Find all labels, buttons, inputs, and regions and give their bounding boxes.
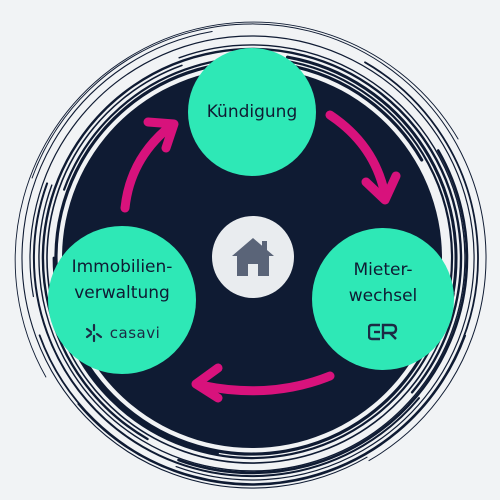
node-mieterwechsel: Mieter- wechsel	[312, 228, 454, 370]
arrow-immobilien-to-kuendigung-head	[143, 117, 179, 153]
node-immobilienverwaltung: Immobilien- verwaltung casavi	[48, 226, 196, 374]
casavi-brand: casavi	[84, 320, 161, 346]
swirl-stroke	[62, 56, 454, 460]
swirl-stroke	[177, 149, 469, 475]
house-icon	[232, 238, 274, 276]
swirl-stroke	[285, 55, 458, 330]
node-mieterwechsel-label-line1: Mieter-	[353, 260, 413, 280]
swirl-stroke	[14, 21, 459, 378]
swirl-stroke	[38, 44, 466, 472]
swirl-stroke	[38, 61, 479, 485]
node-mieterwechsel-label-line2: wechsel	[348, 286, 418, 306]
arrow-mieterwechsel-to-immobilien	[195, 371, 335, 396]
center-circle	[212, 216, 294, 298]
casavi-logo-icon	[85, 323, 102, 343]
swirl-stroke	[31, 23, 487, 462]
node-immobilien-label-line2: verwaltung	[74, 283, 170, 303]
arrow-kuendigung-to-mieterwechsel	[325, 110, 390, 200]
swirl-stroke	[29, 35, 475, 481]
arrow-immobilien-to-kuendigung	[120, 123, 173, 213]
arrow-mieterwechsel-to-immobilien-head	[191, 363, 223, 403]
cr-logo-icon	[368, 323, 398, 341]
node-immobilien-label-line1: Immobilien-	[71, 257, 173, 277]
arrow-kuendigung-to-mieterwechsel-head	[361, 171, 401, 205]
swirl-stroke	[21, 30, 368, 489]
casavi-brand-name: casavi	[109, 324, 161, 342]
swirl-stroke	[77, 334, 467, 486]
swirl-stroke	[32, 182, 420, 478]
node-kuendigung-label: Kündigung	[206, 102, 298, 122]
node-kuendigung: Kündigung	[188, 48, 316, 176]
swirl-stroke	[46, 64, 455, 464]
